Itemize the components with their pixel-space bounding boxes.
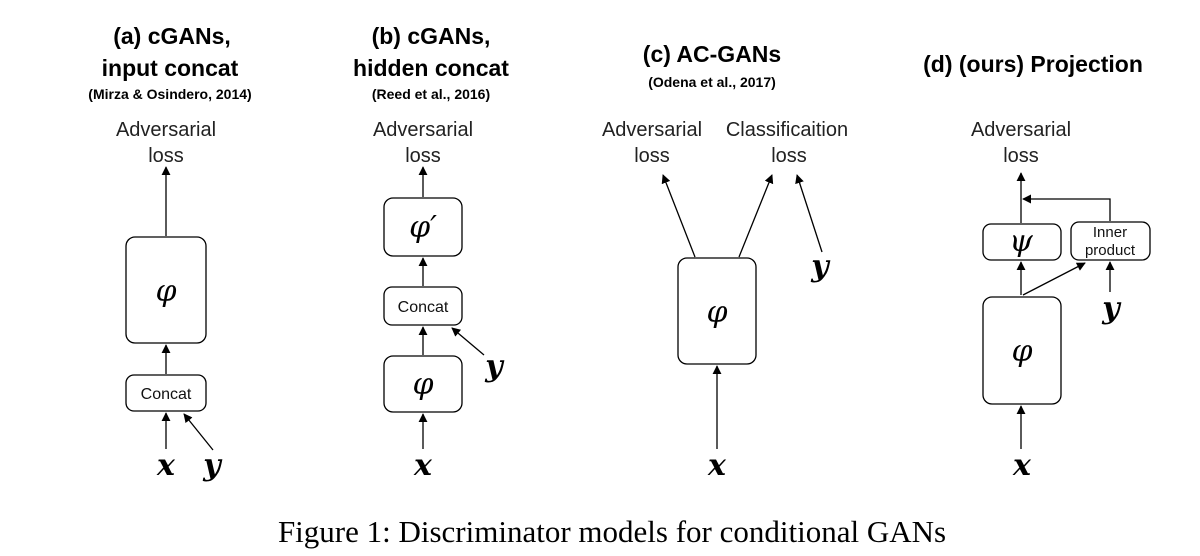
panel-d-arrow-inner-product-to-loss	[1022, 194, 1111, 221]
panel-b-output-label-line1: Adversarial	[373, 119, 473, 141]
panel-c-arrow-to-classification-loss	[738, 174, 774, 258]
panel-c-arrow-y-to-classification-loss	[795, 174, 823, 253]
panel-b-title-line1: (b) cGANs,	[372, 23, 491, 49]
panel-d-projection: (d) (ours) Projection Adversarial loss ψ…	[923, 51, 1151, 483]
panel-b-input-y: y	[484, 349, 505, 384]
panel-c-title: (c) AC-GANs	[643, 41, 781, 67]
panel-b-concat-block	[383, 286, 463, 326]
panel-d-input-y: y	[1101, 291, 1122, 326]
figure-caption: Figure 1: Discriminator models for condi…	[278, 514, 946, 549]
panel-d-arrow-phi-to-inner-product	[1022, 262, 1086, 296]
panel-d-feature-block	[982, 296, 1062, 405]
panel-a-input-concat: (a) cGANs, input concat (Mirza & Osinder…	[88, 23, 251, 483]
panel-c-reference: (Odena et al., 2017)	[648, 74, 776, 90]
panel-c-feature-block	[677, 257, 757, 365]
panel-a-output-label-line1: Adversarial	[116, 119, 216, 141]
panel-a-concat-label: Concat	[141, 386, 192, 403]
panel-d-output-label-line1: Adversarial	[971, 119, 1071, 141]
panel-b-reference: (Reed et al., 2016)	[372, 86, 490, 102]
panel-d-title: (d) (ours) Projection	[923, 51, 1143, 77]
panel-a-input-x: x	[156, 448, 176, 483]
panel-d-psi-block	[982, 223, 1062, 261]
panel-b-input-x: x	[413, 448, 433, 483]
panel-b-phi-prime-symbol: φ′	[409, 210, 437, 245]
panel-d-output-label-line2: loss	[1003, 145, 1039, 167]
panel-a-reference: (Mirza & Osindero, 2014)	[88, 86, 251, 102]
panel-b-concat-label: Concat	[398, 299, 449, 316]
panel-b-arrow-y-to-concat	[451, 327, 485, 356]
panel-b-phi-block	[383, 355, 463, 413]
panel-a-title-line1: (a) cGANs,	[113, 23, 231, 49]
panel-c-ac-gans: (c) AC-GANs (Odena et al., 2017) Adversa…	[602, 41, 848, 483]
panel-c-input-x: x	[707, 448, 727, 483]
panel-a-output-label-line2: loss	[148, 145, 184, 167]
panel-c-phi-symbol: φ	[706, 295, 727, 330]
panel-a-phi-symbol: φ	[155, 274, 176, 309]
panel-d-psi-symbol: ψ	[1009, 224, 1033, 259]
panel-c-classification-label-line1: Classificaition	[726, 119, 848, 141]
panel-b-output-label-line2: loss	[405, 145, 441, 167]
panel-b-phi-prime-block	[383, 197, 463, 257]
panel-a-title-line2: input concat	[102, 55, 239, 81]
panel-c-input-y: y	[810, 249, 831, 284]
panel-c-classification-label-line2: loss	[771, 145, 807, 167]
panel-a-concat-block	[125, 374, 207, 412]
panel-c-adversarial-label-line2: loss	[634, 145, 670, 167]
panel-a-arrow-y-to-concat	[183, 413, 214, 451]
panel-b-hidden-concat: (b) cGANs, hidden concat (Reed et al., 2…	[353, 23, 509, 483]
panel-d-input-x: x	[1012, 448, 1032, 483]
panel-a-input-y: y	[202, 448, 223, 483]
panel-d-inner-product-label-line1: Inner	[1093, 224, 1127, 241]
panel-c-adversarial-label-line1: Adversarial	[602, 119, 702, 141]
panel-d-phi-symbol: φ	[1011, 334, 1032, 369]
panel-b-phi-symbol: φ	[412, 367, 433, 402]
panel-c-arrow-to-adversarial-loss	[661, 174, 696, 258]
panel-a-feature-block	[125, 236, 207, 344]
panel-b-title-line2: hidden concat	[353, 55, 509, 81]
panel-d-inner-product-block	[1070, 221, 1151, 261]
panel-d-inner-product-label-line2: product	[1085, 242, 1136, 259]
